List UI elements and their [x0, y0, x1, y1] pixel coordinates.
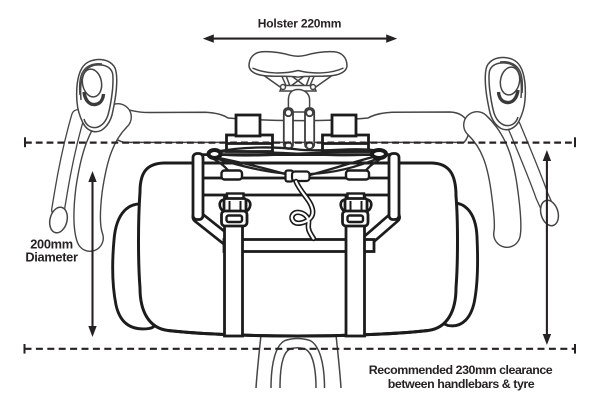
svg-text:between handlebars & tyre: between handlebars & tyre [388, 377, 535, 391]
svg-text:Holster 220mm: Holster 220mm [258, 16, 341, 30]
svg-text:Diameter: Diameter [25, 250, 78, 265]
svg-text:Recommended 230mm clearance: Recommended 230mm clearance [369, 363, 553, 377]
svg-text:200mm: 200mm [30, 236, 73, 251]
